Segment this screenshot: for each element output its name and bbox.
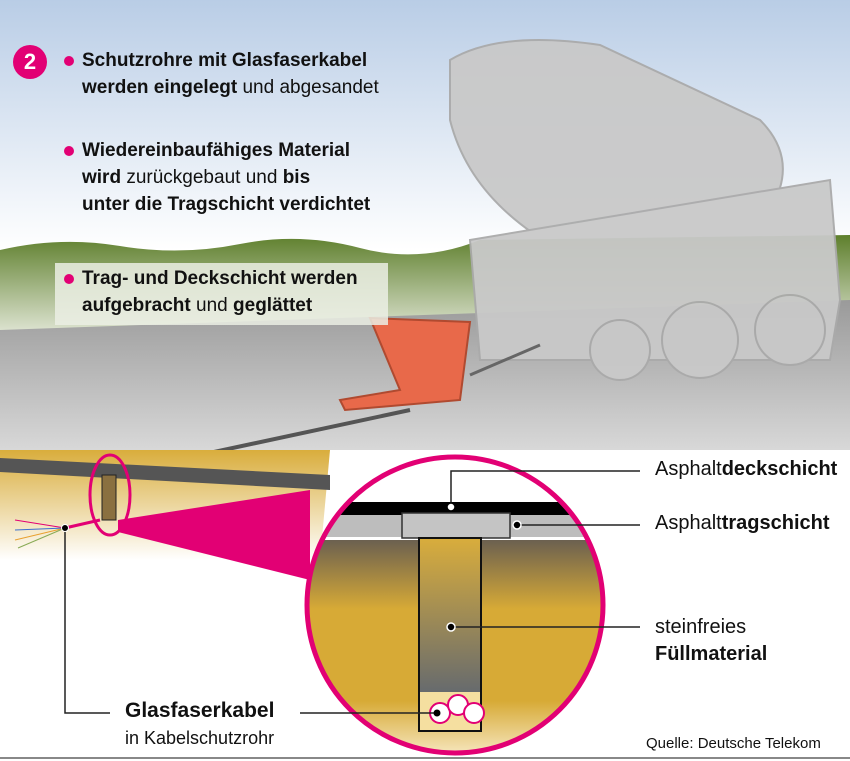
- label-kabelschutzrohr: in Kabelschutzrohr: [125, 728, 275, 748]
- step-3-line-1: Trag- und Deckschicht werden: [82, 268, 358, 289]
- bullet-icon: [64, 56, 74, 66]
- step-2-line-2-bold-b: bis: [282, 167, 311, 188]
- bullet-icon: [64, 274, 74, 284]
- label-asphalttragschicht: Asphalttragschicht: [655, 512, 830, 535]
- step-2-line-1: Wiedereinbaufähiges Material: [82, 140, 351, 161]
- label-deck-prefix: Asphalt: [655, 458, 722, 480]
- step-number-badge: 2: [13, 45, 47, 79]
- step-2-text: Wiedereinbaufähiges Material wird zurück…: [82, 137, 370, 218]
- step-2-line-3: unter die Tragschicht verdichtet: [82, 194, 371, 215]
- paving-machine: [338, 316, 472, 412]
- label-deck-bold: deckschicht: [721, 458, 838, 480]
- step-1-line-2-bold: werden eingelegt: [82, 77, 238, 98]
- step-3-text: Trag- und Deckschicht werden aufgebracht…: [82, 265, 358, 319]
- step-3-line-2-normal: und: [190, 295, 234, 316]
- label-fill-line-1: steinfreies: [655, 616, 747, 638]
- step-3-box: [55, 263, 388, 325]
- bullet-icon: [64, 146, 74, 156]
- step-1-line-1: Schutzrohre mit Glasfaserkabel: [82, 50, 368, 71]
- step-2-line-2-normal: zurückgebaut und: [121, 167, 283, 188]
- step-2-line-2-bold-a: wird: [82, 167, 122, 188]
- concrete-mixer-truck: [449, 39, 842, 381]
- step-3-line-2-bold-b: geglättet: [233, 295, 313, 316]
- step-1-line-2-normal: und abgesandet: [237, 77, 379, 98]
- label-fill-line-2: Füllmaterial: [655, 643, 768, 665]
- step-1-text: Schutzrohre mit Glasfaserkabel werden ei…: [82, 47, 379, 101]
- source-credit: Quelle: Deutsche Telekom: [646, 735, 821, 752]
- label-asphaltdeckschicht: Asphaltdeckschicht: [655, 458, 837, 481]
- label-glasfaserkabel: Glasfaserkabel: [125, 699, 275, 722]
- step-3-line-2-bold-a: aufgebracht: [82, 295, 191, 316]
- label-fuellmaterial: steinfreies Füllmaterial: [655, 614, 767, 668]
- label-trag-prefix: Asphalt: [655, 512, 722, 534]
- label-trag-bold: tragschicht: [721, 512, 830, 534]
